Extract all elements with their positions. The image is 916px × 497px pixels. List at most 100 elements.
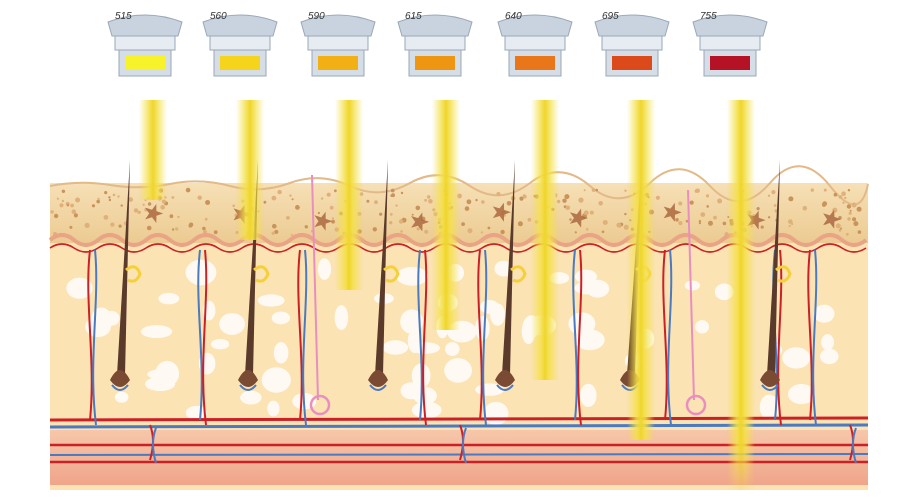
filter-color-window xyxy=(125,56,165,70)
follicle-vessel xyxy=(111,384,129,391)
epidermal-cell xyxy=(700,212,706,218)
fat-cell xyxy=(141,325,173,339)
epidermal-cell xyxy=(374,200,378,205)
fat-cell xyxy=(782,347,811,369)
epidermal-cell xyxy=(527,217,532,222)
filter-housing xyxy=(504,35,566,51)
epidermal-cell xyxy=(428,199,433,204)
fat-cell xyxy=(444,358,472,383)
fat-cell xyxy=(445,342,460,357)
fat-cell xyxy=(240,390,262,405)
fat-cell xyxy=(684,280,701,291)
epidermal-cell xyxy=(277,189,282,195)
epidermal-cell xyxy=(69,225,73,229)
epidermal-cell xyxy=(188,222,194,227)
epidermal-cell xyxy=(329,205,334,210)
epidermal-cell xyxy=(698,222,702,225)
epidermal-cell xyxy=(424,229,429,234)
epidermal-cell xyxy=(562,198,567,203)
sebaceous-gland xyxy=(125,265,142,283)
epidermal-cell xyxy=(760,225,764,229)
epidermal-cell xyxy=(835,223,841,229)
epidermal-cell xyxy=(847,189,851,192)
fat-cell xyxy=(188,265,202,276)
epidermal-cell xyxy=(117,195,120,198)
epidermal-cell xyxy=(675,218,679,222)
hair-icon xyxy=(767,160,780,375)
fat-cell xyxy=(410,342,440,354)
epidermal-cell xyxy=(398,219,404,224)
epidermal-cell xyxy=(411,213,414,216)
epidermal-cell xyxy=(71,209,77,214)
sebaceous-gland xyxy=(383,265,400,283)
epidermal-cell xyxy=(142,203,145,206)
epidermal-cell xyxy=(842,201,845,204)
epidermal-cell xyxy=(845,232,849,236)
filter-color-window xyxy=(710,56,750,70)
fat-cell xyxy=(411,401,442,419)
filter-head-515: 515 xyxy=(107,11,183,77)
artery xyxy=(202,249,208,426)
epidermal-cell xyxy=(574,231,577,234)
epidermal-cell xyxy=(767,194,771,197)
melanocyte xyxy=(569,208,588,228)
fat-cell xyxy=(400,309,423,334)
filter-wavelength-label: 640 xyxy=(505,11,522,22)
epidermal-cell xyxy=(851,202,857,208)
fat-cell xyxy=(317,258,332,280)
epidermal-cell xyxy=(331,219,335,224)
hair-bulb xyxy=(238,370,258,387)
epidermal-cell xyxy=(602,220,608,225)
epidermal-cell xyxy=(713,215,717,220)
epidermal-cell xyxy=(461,222,465,227)
epidermal-cell xyxy=(185,187,191,193)
epidermal-cell xyxy=(565,205,571,211)
fat-cell xyxy=(475,383,505,396)
fat-cell xyxy=(574,281,600,295)
light-beam-icon xyxy=(236,100,264,240)
epidermal-cell xyxy=(853,221,859,227)
epidermal-cell xyxy=(133,208,139,213)
fat-cell xyxy=(821,334,834,351)
epidermal-cell xyxy=(379,212,383,216)
follicle-vessel xyxy=(496,384,514,391)
epidermal-cell xyxy=(706,205,709,208)
artery xyxy=(477,249,483,421)
epidermal-cell xyxy=(678,221,683,226)
epidermal-cell xyxy=(389,213,393,216)
filter-head-560: 560 xyxy=(202,11,278,77)
epidermal-cell xyxy=(372,227,377,232)
epidermal-cell xyxy=(833,192,838,197)
filter-wavelength-label: 560 xyxy=(210,11,227,22)
epidermal-cell xyxy=(564,194,570,200)
epidermal-cell xyxy=(96,199,100,204)
fat-cell xyxy=(219,313,246,335)
epidermal-cell xyxy=(487,226,491,230)
epidermal-cell xyxy=(480,231,483,234)
epidermal-cell xyxy=(66,204,70,207)
hair-icon xyxy=(502,160,515,375)
fat-cell xyxy=(271,311,291,325)
fat-cell xyxy=(114,391,129,403)
filter-wavelength-label: 615 xyxy=(405,11,422,22)
vein xyxy=(852,427,857,464)
epidermal-cell xyxy=(500,229,505,235)
epidermal-cell xyxy=(390,194,394,198)
vein xyxy=(302,249,308,426)
epidermal-cell xyxy=(844,196,847,200)
epidermal-cell xyxy=(416,227,420,231)
sebaceous-gland xyxy=(775,265,792,283)
epidermal-cell xyxy=(464,206,470,211)
melanocyte xyxy=(492,202,511,222)
ipl-filter-head-icon xyxy=(594,14,670,37)
epidermal-cell xyxy=(788,224,791,228)
epidermal-cell xyxy=(591,188,596,192)
vein xyxy=(152,427,157,464)
epidermal-cell xyxy=(112,193,116,197)
epidermal-cell xyxy=(147,202,152,206)
fat-cell xyxy=(396,266,428,286)
vein xyxy=(197,249,203,421)
melanocyte xyxy=(823,209,842,229)
